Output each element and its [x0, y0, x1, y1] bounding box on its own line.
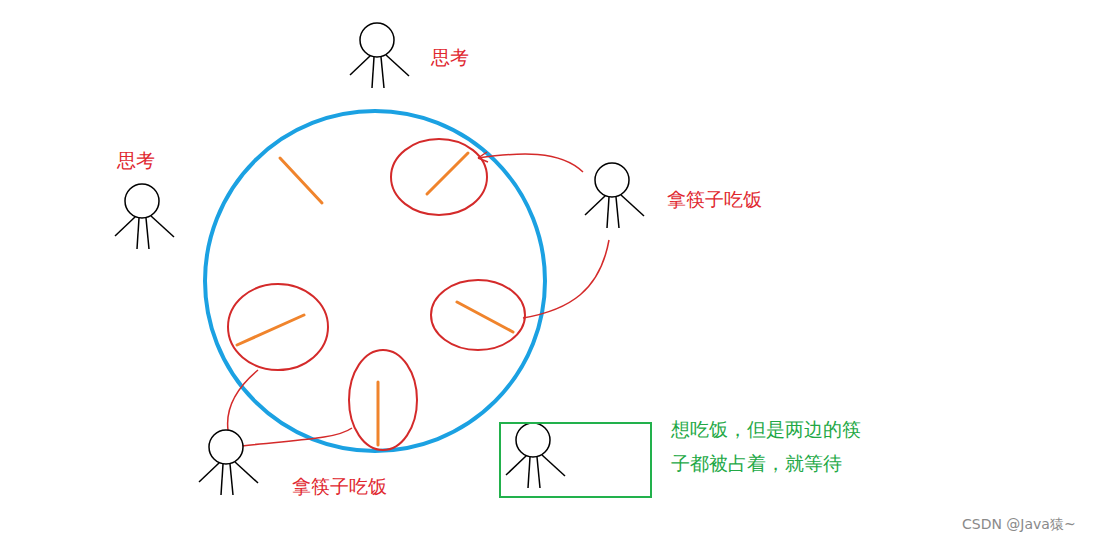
state-label: 思考: [431, 46, 469, 69]
watermark: CSDN @Java猿~: [962, 516, 1076, 533]
state-label: 拿筷子吃饭: [667, 188, 762, 211]
chopstick-highlights: [228, 139, 525, 450]
table-circle: [205, 111, 545, 451]
grab-lines: [228, 152, 609, 446]
box-outline: [499, 422, 652, 498]
state-label: 拿筷子吃饭: [292, 475, 387, 498]
state-label: 思考: [117, 149, 155, 172]
philosopher-figures: [115, 23, 644, 495]
chopsticks: [237, 153, 513, 445]
waiting-note: 想吃饭，但是两边的筷子都被占着，就等待: [671, 412, 876, 480]
waiting-box: 想吃饭，但是两边的筷子都被占着，就等待: [499, 422, 652, 498]
